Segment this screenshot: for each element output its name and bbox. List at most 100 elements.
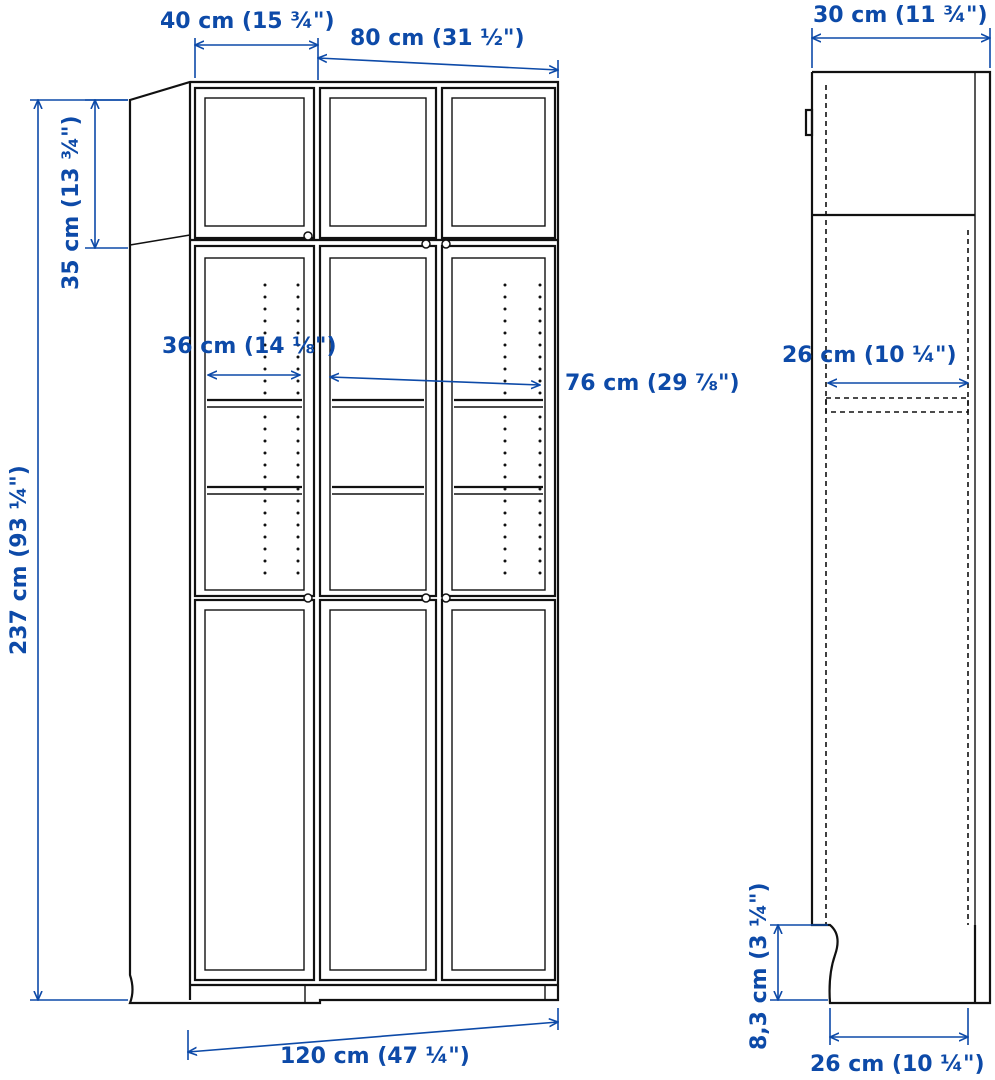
dim-inner-width-small: 36 cm (14 ⅛") — [162, 334, 337, 359]
shelf-hole — [503, 307, 507, 311]
shelf-hole — [503, 367, 507, 371]
shelf-hole — [503, 427, 507, 431]
shelf-hole — [296, 283, 300, 287]
shelf-hole — [538, 535, 542, 539]
top-door — [193, 86, 316, 240]
shelf-hole — [503, 571, 507, 575]
shelf-hole — [296, 487, 300, 491]
top-door-glass — [204, 97, 305, 227]
shelf-hole — [538, 439, 542, 443]
shelf-hole — [296, 391, 300, 395]
shelf-hole — [538, 331, 542, 335]
shelf-hole — [263, 307, 267, 311]
lower-door — [440, 598, 557, 982]
shelf-hole — [538, 559, 542, 563]
dim-plinth-height: 8,3 cm (3 ¼") — [747, 882, 772, 1050]
shelf-hole — [503, 511, 507, 515]
shelf-hole — [263, 487, 267, 491]
dim-inner-depth: 26 cm (10 ¼") — [782, 343, 957, 368]
shelf-hole — [503, 535, 507, 539]
dim-top-unit-width: 40 cm (15 ¾") — [160, 9, 335, 34]
glass-door — [193, 244, 316, 598]
shelf-hole — [296, 571, 300, 575]
shelf-hole — [263, 295, 267, 299]
shelf-hole — [503, 463, 507, 467]
shelf-hole — [263, 367, 267, 371]
shelf-hole — [538, 295, 542, 299]
shelf-hole — [263, 559, 267, 563]
shelf-hole — [263, 451, 267, 455]
shelf-hole — [503, 487, 507, 491]
shelf-hole — [538, 499, 542, 503]
shelf-hole — [296, 415, 300, 419]
dim-total-height: 237 cm (93 ¼") — [7, 465, 32, 655]
shelf-hole — [296, 331, 300, 335]
shelf-hole — [503, 295, 507, 299]
glass-door-pane — [204, 257, 305, 591]
glass-door — [440, 244, 557, 598]
door-knob — [421, 239, 431, 249]
shelf-hole — [296, 439, 300, 443]
shelf-hole — [538, 463, 542, 467]
shelf-hole — [538, 547, 542, 551]
door-knob — [441, 593, 451, 603]
shelf-hole — [538, 379, 542, 383]
shelf-hole — [538, 415, 542, 419]
shelf-hole — [263, 355, 267, 359]
shelf-hole — [538, 367, 542, 371]
shelf-hole — [296, 535, 300, 539]
side-view-bookcase — [804, 70, 992, 1005]
shelf-hole — [263, 427, 267, 431]
shelf-hole — [503, 499, 507, 503]
shelf-hole — [296, 343, 300, 347]
shelf-hole — [263, 283, 267, 287]
shelf-hole — [538, 319, 542, 323]
shelf-hole — [538, 391, 542, 395]
lower-door-panel — [204, 609, 305, 971]
dim-top-unit-height: 35 cm (13 ¾") — [59, 115, 84, 290]
dimension-lines — [30, 28, 990, 1060]
shelf-hole — [503, 475, 507, 479]
shelf-hole — [263, 391, 267, 395]
shelf-hole — [296, 379, 300, 383]
shelf-hole — [503, 331, 507, 335]
glass-door — [318, 244, 438, 598]
top-door-glass — [329, 97, 427, 227]
shelf-hole — [263, 523, 267, 527]
shelf-hole — [538, 307, 542, 311]
dim-bottom-depth: 26 cm (10 ¼") — [810, 1052, 985, 1077]
shelf-hole — [296, 523, 300, 527]
shelf-hole — [538, 523, 542, 527]
shelf-hole — [296, 427, 300, 431]
glass-door-pane — [329, 257, 427, 591]
shelf-hole — [503, 319, 507, 323]
shelf-hole — [296, 499, 300, 503]
shelf-hole — [503, 523, 507, 527]
shelf-hole — [263, 343, 267, 347]
top-door-glass — [451, 97, 546, 227]
shelf-hole — [503, 547, 507, 551]
top-door — [318, 86, 438, 240]
shelf-hole — [263, 439, 267, 443]
shelf-hole — [296, 475, 300, 479]
shelf-hole — [263, 499, 267, 503]
shelf-hole — [296, 319, 300, 323]
shelf-hole — [538, 571, 542, 575]
lower-door-panel — [329, 609, 427, 971]
shelf-hole — [296, 355, 300, 359]
glass-door-pane — [451, 257, 546, 591]
shelf-hole — [538, 487, 542, 491]
shelf-hole — [296, 307, 300, 311]
shelf-hole — [503, 391, 507, 395]
shelf-hole — [296, 547, 300, 551]
shelf-hole — [296, 559, 300, 563]
shelf-hole — [296, 463, 300, 467]
shelf-hole — [263, 415, 267, 419]
shelf-hole — [503, 415, 507, 419]
door-knob — [303, 231, 313, 241]
shelf-hole — [296, 367, 300, 371]
shelf-hole — [263, 463, 267, 467]
lower-door — [318, 598, 438, 982]
shelf-hole — [263, 475, 267, 479]
